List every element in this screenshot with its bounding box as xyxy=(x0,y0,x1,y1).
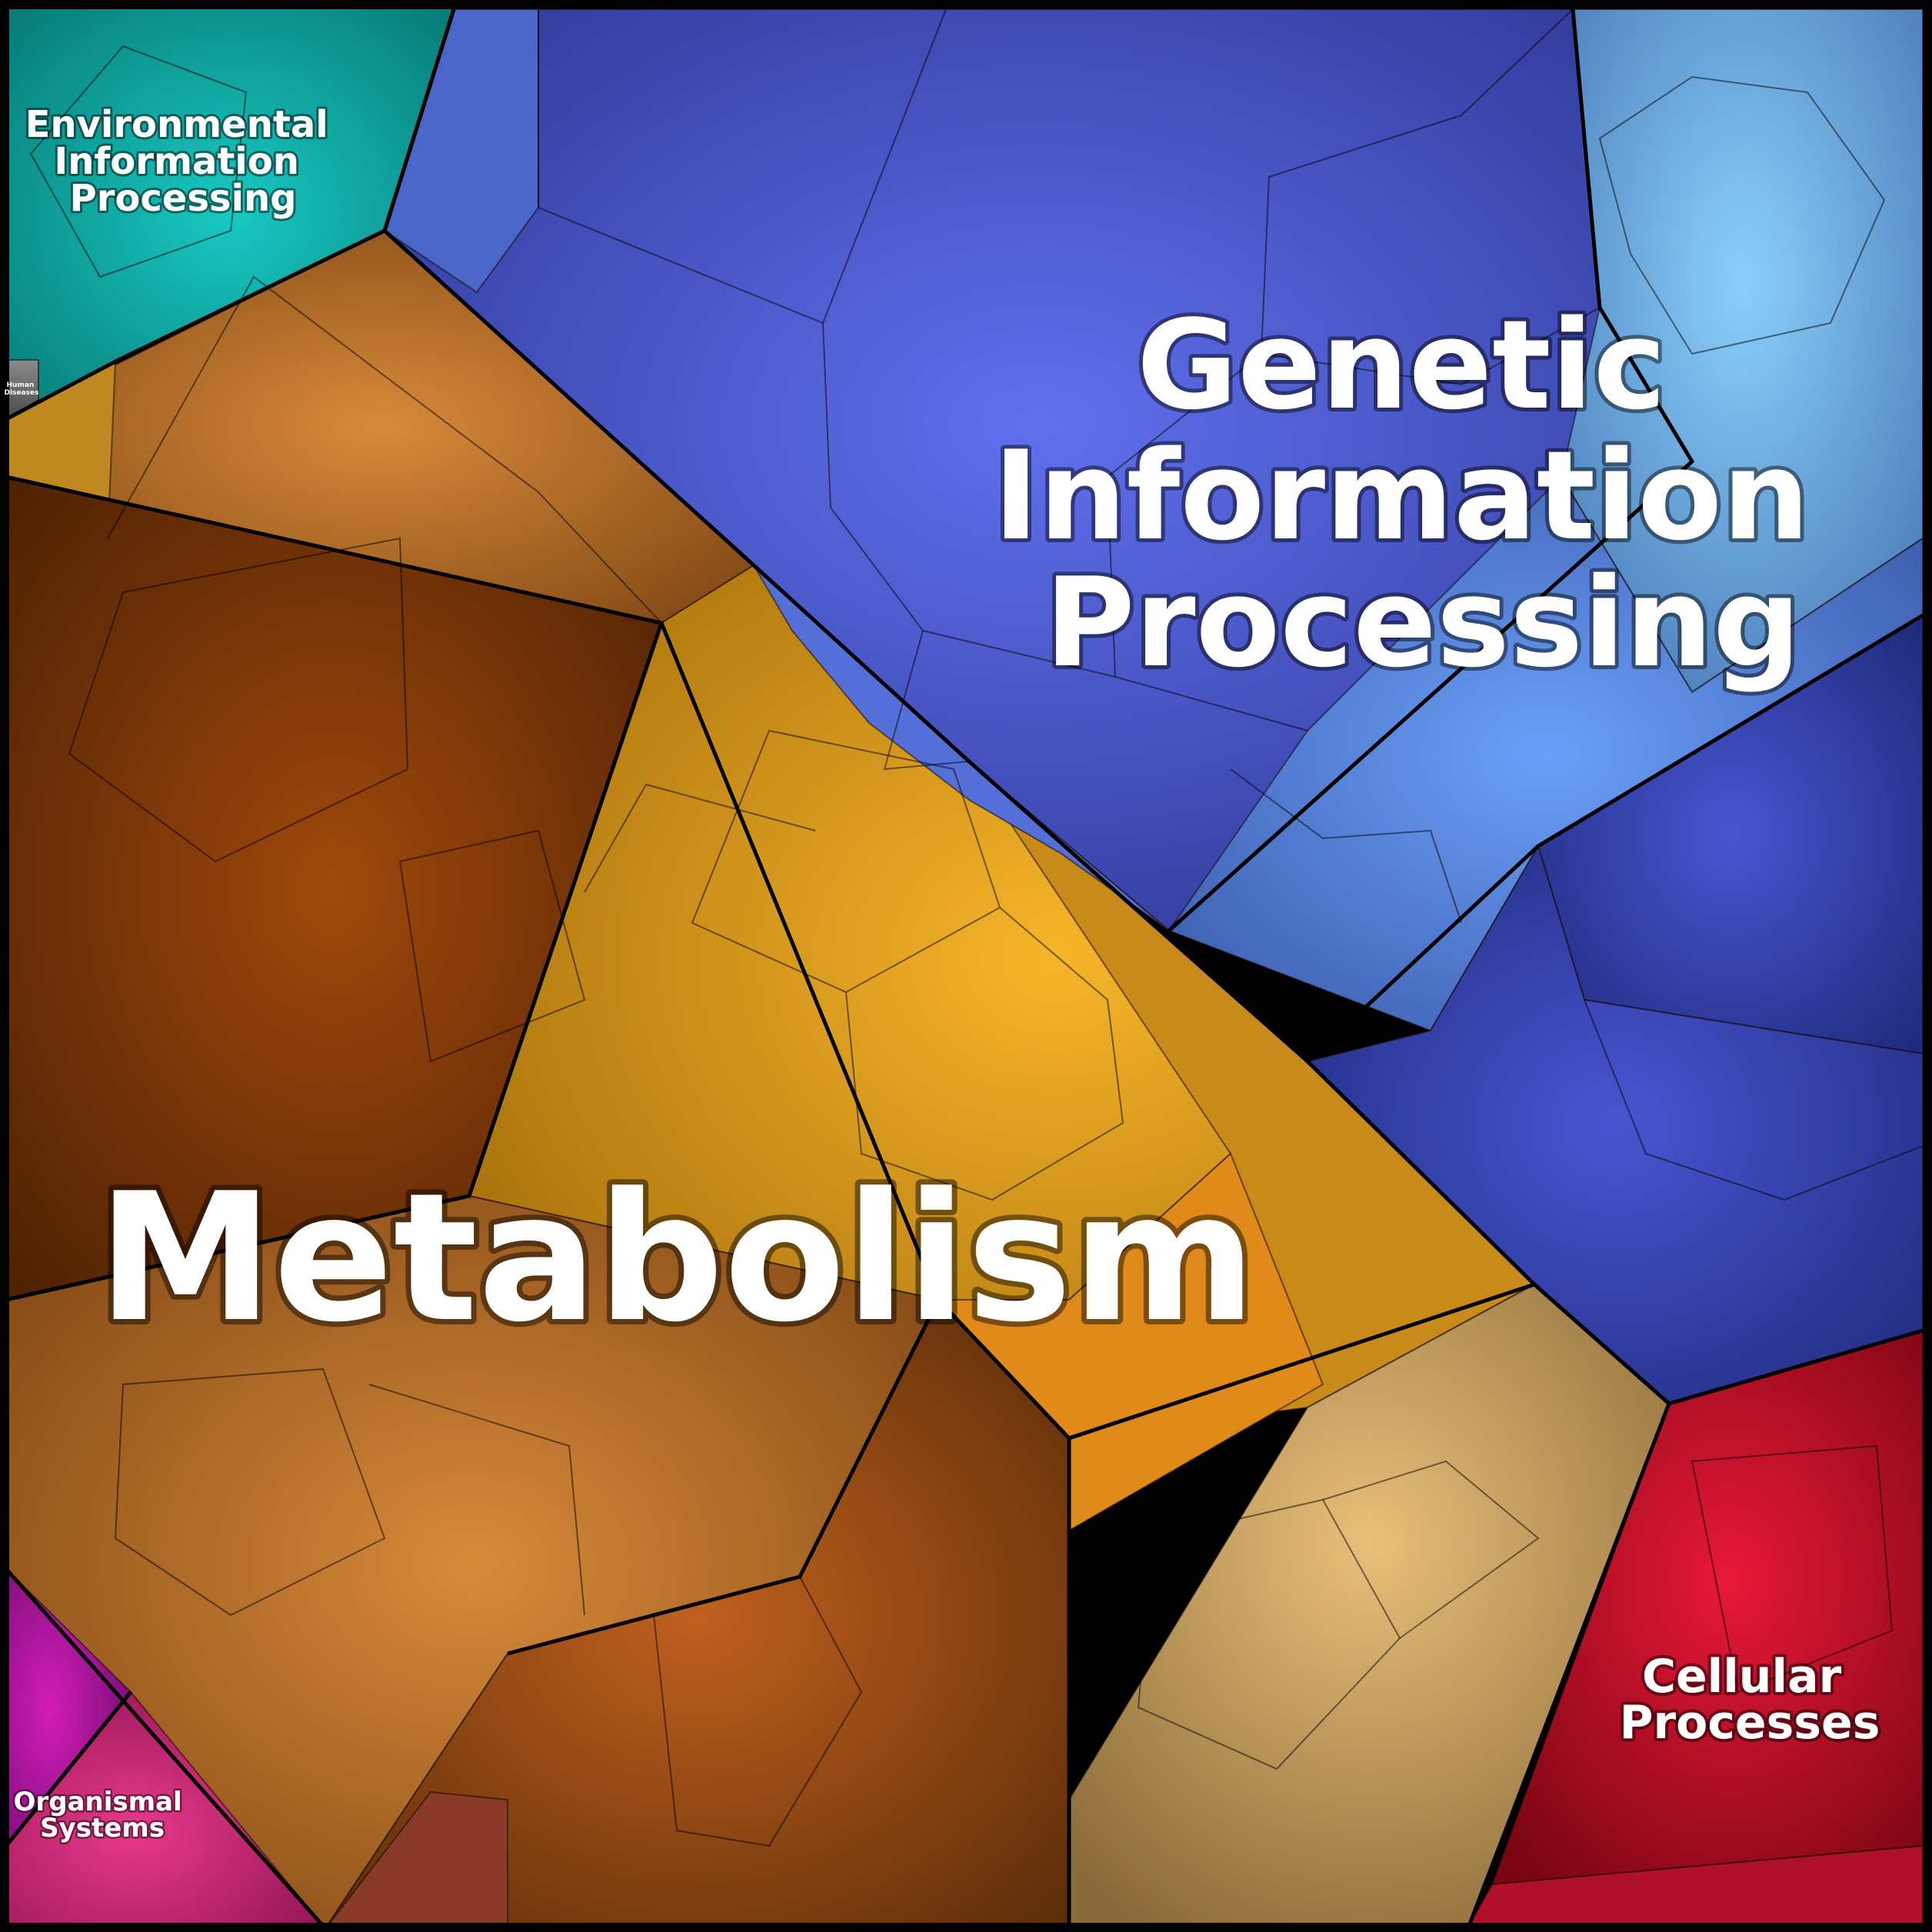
genetic-region xyxy=(383,8,1924,1405)
label-human-diseases: Human Diseases xyxy=(5,381,39,397)
label-genetic: Genetic Information Processing xyxy=(993,293,1852,695)
label-metabolism: Metabolism xyxy=(98,1156,1257,1361)
labels: Environmental Information Processing Hum… xyxy=(5,101,1884,1846)
metabolism-cell-dark-red xyxy=(321,1790,508,1932)
metabolism-region xyxy=(5,229,1671,1932)
label-cellular: Cellular Processes xyxy=(1620,1650,1880,1750)
label-organismal: Organismal Systems xyxy=(14,1787,192,1844)
label-environmental: Environmental Information Processing xyxy=(25,103,341,220)
subcell-lines xyxy=(29,8,1924,1847)
